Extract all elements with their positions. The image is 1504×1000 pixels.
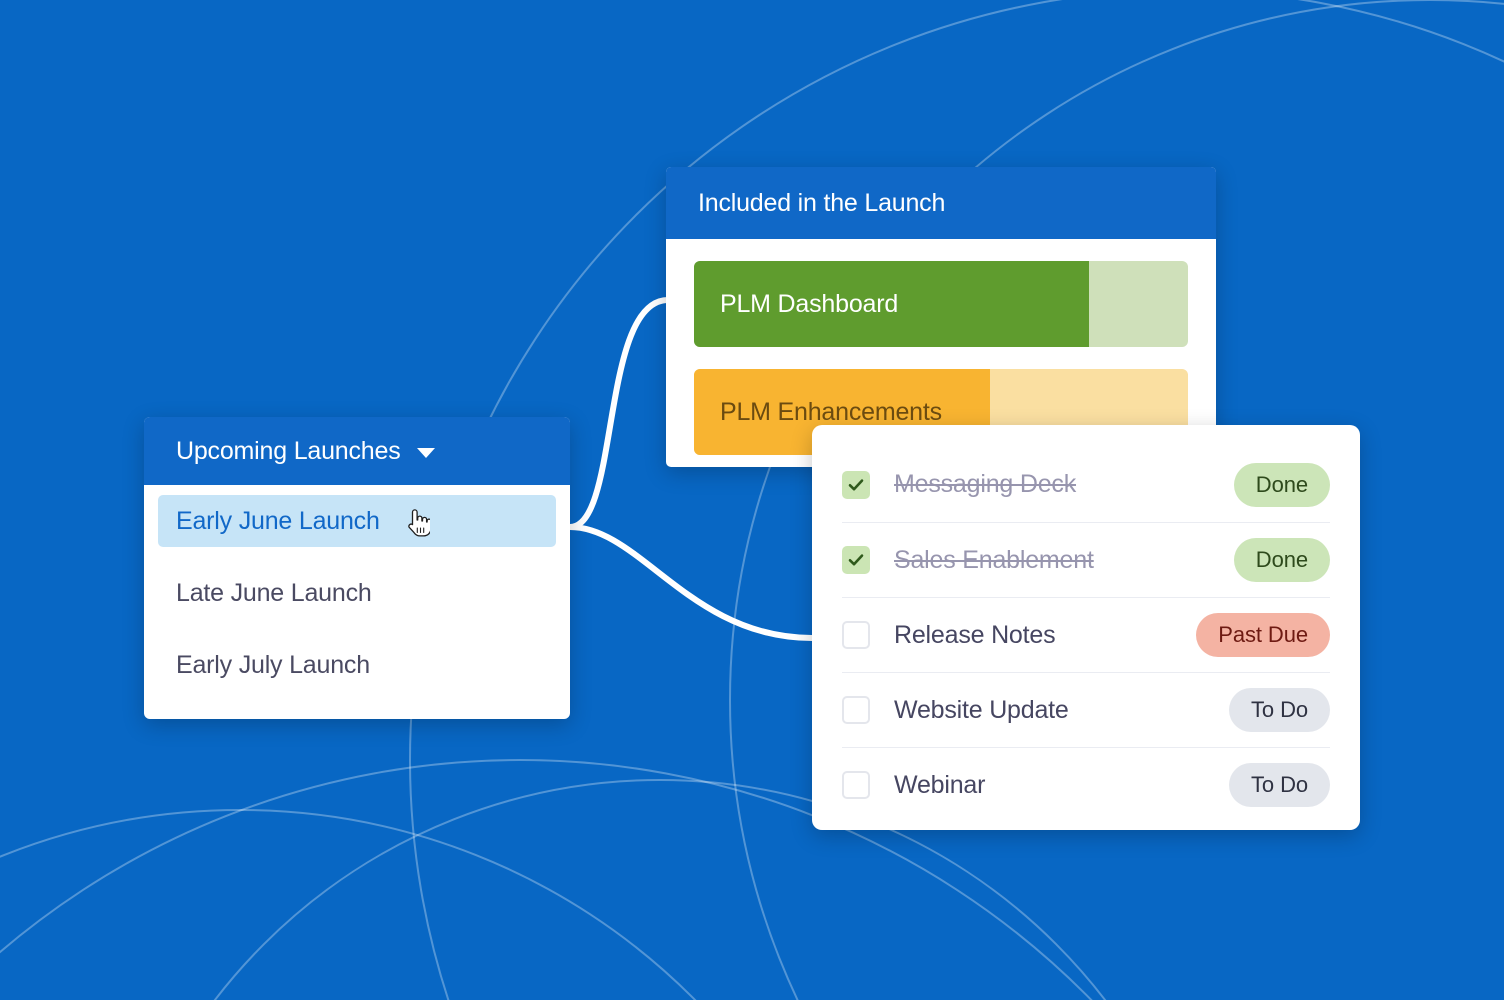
checklist-row[interactable]: Website Update To Do [842, 672, 1330, 747]
dropdown-item-label: Late June Launch [176, 578, 372, 607]
progress-bar-plm-dashboard[interactable]: PLM Dashboard [694, 261, 1188, 347]
dropdown-item-late-june-launch[interactable]: Late June Launch [158, 567, 556, 619]
pointing-hand-cursor-icon [408, 509, 430, 537]
launch-card-body: PLM Dashboard PLM Enhancements [666, 239, 1216, 455]
progress-fill [694, 261, 1090, 347]
checklist-item-label: Release Notes [894, 620, 1056, 649]
status-badge: Done [1233, 462, 1330, 507]
status-badge: To Do [1229, 763, 1330, 807]
checklist-item-label: Website Update [894, 695, 1069, 724]
status-badge: Past Due [1196, 613, 1330, 657]
checkbox-unchecked-icon[interactable] [842, 771, 870, 799]
status-badge: To Do [1229, 688, 1330, 732]
dropdown-option-list: Early June Launch Late June Launch Early… [144, 485, 570, 705]
dropdown-item-early-june-launch[interactable]: Early June Launch [158, 495, 556, 547]
launch-card-header: Included in the Launch [666, 167, 1216, 239]
checkbox-unchecked-icon[interactable] [842, 621, 870, 649]
checklist-row[interactable]: Sales Enablement Done [842, 522, 1330, 597]
dropdown-item-label: Early July Launch [176, 650, 370, 679]
progress-bar-label: PLM Dashboard [720, 289, 899, 318]
checkbox-unchecked-icon[interactable] [842, 696, 870, 724]
progress-bar-label: PLM Enhancements [720, 397, 942, 426]
launch-card-title: Included in the Launch [698, 188, 946, 217]
dropdown-item-label: Early June Launch [176, 506, 380, 535]
launch-checklist-card: Messaging Deck Done Sales Enablement Don… [812, 425, 1360, 830]
checklist-row[interactable]: Release Notes Past Due [842, 597, 1330, 672]
upcoming-launches-dropdown: Upcoming Launches Early June Launch Late… [144, 417, 570, 719]
checklist-item-label: Webinar [894, 770, 986, 799]
dropdown-header[interactable]: Upcoming Launches [144, 417, 570, 485]
dropdown-title: Upcoming Launches [176, 436, 401, 465]
checklist-item-label: Sales Enablement [894, 545, 1094, 574]
checklist-row[interactable]: Messaging Deck Done [842, 447, 1330, 522]
dropdown-item-early-july-launch[interactable]: Early July Launch [158, 639, 556, 691]
checklist-item-label: Messaging Deck [894, 470, 1077, 498]
included-in-launch-card: Included in the Launch PLM Dashboard PLM… [666, 167, 1216, 467]
checklist-row[interactable]: Webinar To Do [842, 747, 1330, 822]
status-badge: Done [1233, 538, 1330, 582]
chevron-down-icon[interactable] [416, 448, 435, 458]
checkbox-checked-icon[interactable] [842, 546, 870, 574]
checkbox-checked-icon[interactable] [842, 470, 870, 499]
